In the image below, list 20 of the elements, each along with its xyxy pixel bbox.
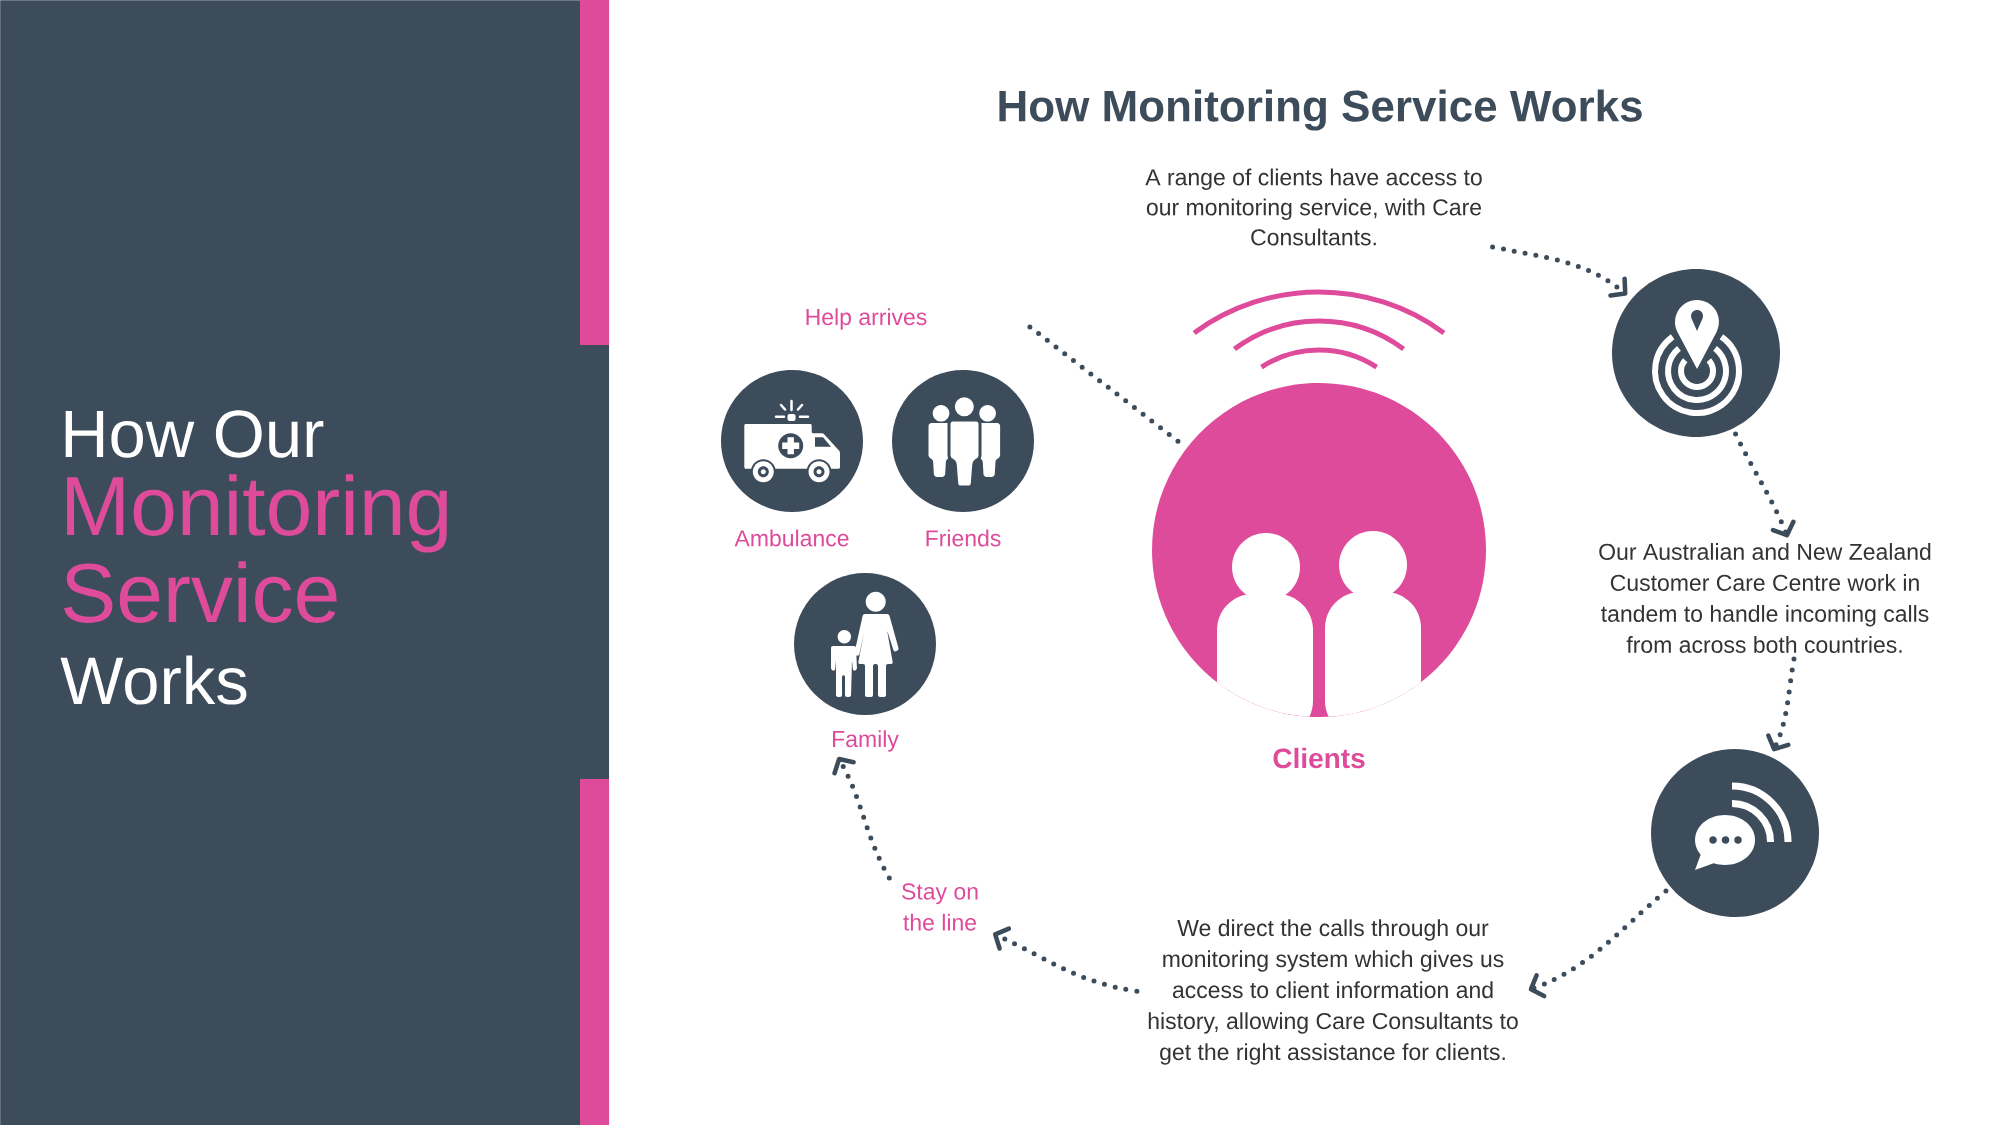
node-label: Clients	[1273, 747, 1365, 769]
node-label: Family	[833, 730, 899, 752]
group-label: Help arrives	[806, 308, 927, 330]
description-text: A range of clients have access to our monitoring service, with Care Consultants.	[1145, 168, 1482, 246]
dotted-line	[1027, 324, 1181, 444]
dotted-arrow	[1766, 656, 1797, 752]
dotted-arrow	[992, 926, 1140, 994]
node-label: Ambulance	[734, 529, 849, 547]
dotted-arrow	[832, 756, 892, 881]
description-text: Our Australian and New Zealand Customer Care Centre work in tandem to handle incoming calls from across both countries.	[1599, 543, 1931, 653]
dotted-arrow	[1733, 431, 1796, 538]
panel-heading: Monitoring Service	[64, 474, 447, 623]
description-text: We direct the calls through our monitoring system which gives us access to client information and history, allowing Care Consultants to get the right assistance for clients.	[1148, 919, 1518, 1065]
node-label: Friends	[926, 529, 1001, 547]
panel-heading: Works	[60, 655, 247, 705]
dotted-arrow	[1528, 888, 1669, 999]
panel-heading: How Our	[65, 410, 324, 458]
dotted-arrow	[1490, 244, 1628, 298]
step-label: Stay on the line	[902, 883, 978, 931]
heading: How Monitoring Service Works	[999, 89, 1642, 131]
